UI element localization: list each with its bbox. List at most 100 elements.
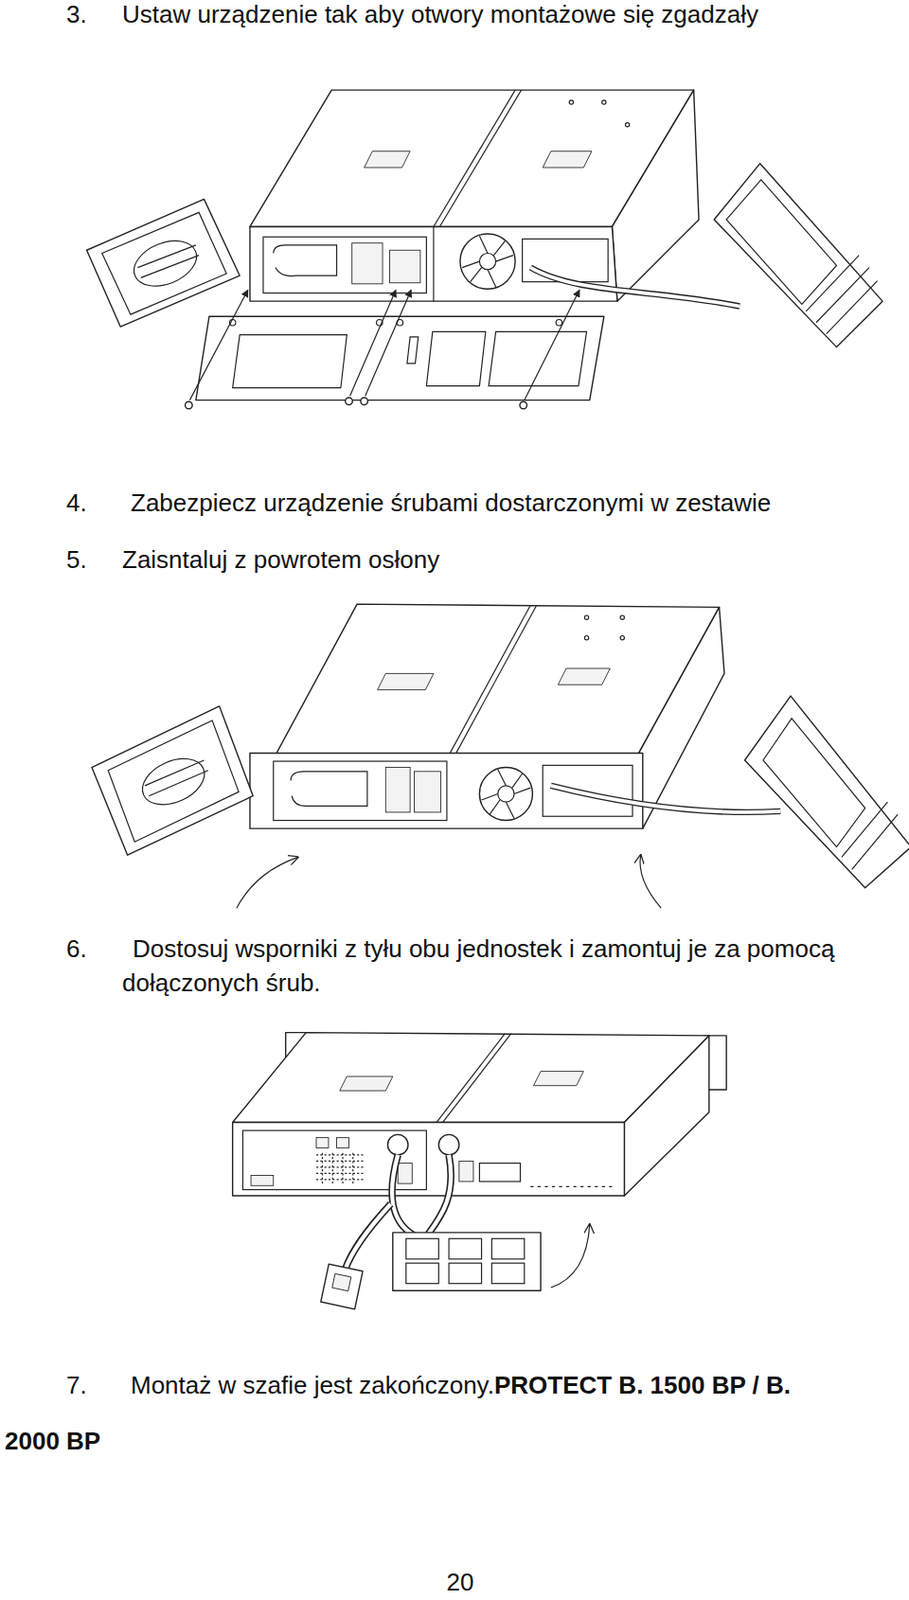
front-opening xyxy=(263,236,427,293)
unit-divider xyxy=(439,89,521,227)
cable xyxy=(426,1155,451,1237)
cable xyxy=(392,1155,417,1237)
label-plate xyxy=(364,151,410,168)
outlet xyxy=(448,1263,482,1284)
plug-detail xyxy=(332,1273,352,1291)
power-strip xyxy=(392,1232,541,1291)
vent-row xyxy=(530,1186,612,1188)
step-text: Zaisntaluj z powrotem osłony xyxy=(122,542,440,577)
vent-hole xyxy=(584,636,589,641)
vent-hole xyxy=(620,636,624,641)
vent-hole xyxy=(584,615,589,620)
cable xyxy=(344,1204,391,1271)
unit-front xyxy=(249,226,618,302)
board xyxy=(352,243,383,285)
rack-units-rear xyxy=(232,1033,727,1310)
final-step: Montaż w szafie jest zakończony.PROTECT … xyxy=(4,1357,801,1470)
label-plate xyxy=(534,1071,585,1087)
rear-panel xyxy=(232,1122,625,1196)
screw xyxy=(185,401,194,410)
board xyxy=(385,767,410,813)
step-number: 4. xyxy=(66,485,88,520)
cover-detail xyxy=(135,749,213,814)
screw xyxy=(360,397,369,406)
mounting-bracket xyxy=(196,316,605,400)
socket xyxy=(438,1134,460,1156)
assembly-arrow xyxy=(524,289,580,400)
screw xyxy=(345,397,354,406)
cover-frame xyxy=(107,720,239,842)
assembly-arrow xyxy=(350,289,396,396)
vent-hole xyxy=(569,100,573,105)
cable xyxy=(426,1155,451,1237)
front-opening xyxy=(542,765,633,817)
side-cover xyxy=(91,706,253,856)
outlet xyxy=(406,1263,439,1284)
bezel-vents xyxy=(841,802,898,870)
bezel-panel xyxy=(726,179,837,304)
cable xyxy=(392,1155,417,1237)
step-text: Dostosuj wsporniki z tyłu obu jednostek … xyxy=(122,931,880,1000)
label-plate xyxy=(557,668,610,685)
front-bezel xyxy=(713,163,883,348)
cover-detail xyxy=(127,231,204,295)
outlet xyxy=(491,1238,524,1260)
unit-divider xyxy=(448,605,531,755)
ribbon-cable xyxy=(273,245,338,277)
front-opening xyxy=(273,761,447,820)
vent-hole xyxy=(602,100,606,105)
terminal xyxy=(479,1163,520,1182)
assembly-arrow xyxy=(189,289,248,400)
cable xyxy=(530,267,740,307)
ribbon-cable xyxy=(290,771,368,807)
cable xyxy=(551,785,781,813)
bracket-cutout xyxy=(232,335,348,389)
side-cover xyxy=(87,198,241,327)
step-text: Zabezpiecz urządzenie śrubami dostarczon… xyxy=(130,485,771,520)
cover-frame xyxy=(102,212,227,315)
bracket-slot xyxy=(407,337,419,364)
front-bezel xyxy=(745,695,909,889)
unit-divider xyxy=(443,1033,512,1123)
step-number: 6. xyxy=(66,931,88,966)
cover-detail xyxy=(144,760,209,797)
unit-divider xyxy=(436,1033,505,1123)
breaker xyxy=(459,1160,474,1182)
unit-side xyxy=(623,1035,709,1196)
step-text: Ustaw urządzenie tak aby otwory montażow… xyxy=(122,0,759,29)
outlet xyxy=(491,1263,524,1284)
motion-arrow xyxy=(640,855,661,909)
outlet xyxy=(406,1238,439,1260)
fan-hub xyxy=(479,252,496,269)
breaker xyxy=(397,1163,412,1185)
bracket-hole xyxy=(555,320,562,326)
board xyxy=(413,771,441,813)
bezel-panel xyxy=(763,718,866,848)
label-plate xyxy=(339,1076,393,1091)
fan xyxy=(460,233,516,289)
step-number: 5. xyxy=(66,542,88,577)
unit-side xyxy=(611,89,699,302)
bezel-vents xyxy=(805,255,877,335)
cover-detail xyxy=(137,245,199,278)
unit-divider xyxy=(432,226,434,302)
screw xyxy=(519,401,528,410)
vent-grid xyxy=(316,1153,366,1184)
step-text: Montaż w szafie jest zakończony. xyxy=(130,1371,495,1400)
fan-hub xyxy=(498,785,515,803)
fan-blades xyxy=(481,769,532,820)
step-number: 7. xyxy=(66,1357,88,1414)
serial-port xyxy=(250,1175,274,1186)
page-number: 20 xyxy=(422,1565,499,1600)
socket xyxy=(387,1134,409,1156)
rack-units-step3 xyxy=(87,89,883,410)
port xyxy=(316,1138,329,1149)
rack-units-step5 xyxy=(91,604,909,909)
unit-divider xyxy=(455,605,537,755)
vent-hole xyxy=(620,615,624,620)
cable xyxy=(344,1204,391,1271)
fan-blades xyxy=(462,235,514,287)
motion-arrow xyxy=(551,1224,590,1288)
